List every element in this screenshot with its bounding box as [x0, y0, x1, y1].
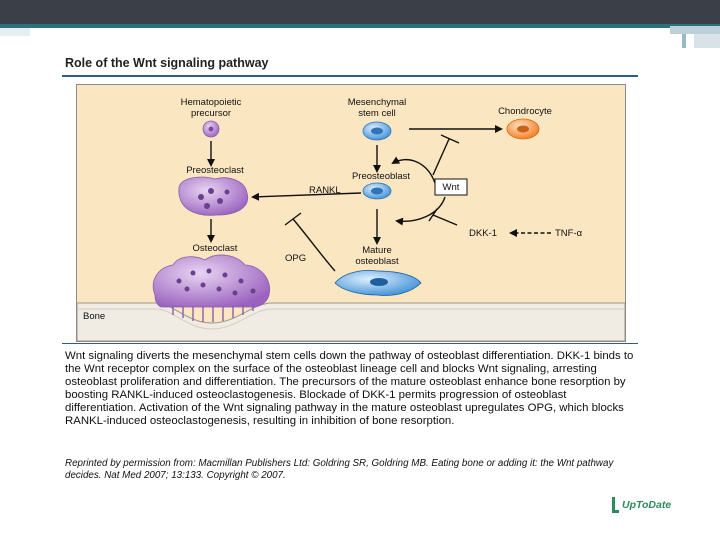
hematopoietic-precursor-nucleus [208, 126, 214, 132]
bone-surface-line [77, 308, 625, 330]
label-rankl: RANKL [309, 185, 341, 196]
header-left-decoration [0, 28, 30, 36]
uptodate-logo-mark [612, 497, 619, 513]
mesenchymal-stem-cell-nucleus [371, 127, 383, 135]
inhibit-wnt-stem-chondrocyte [432, 138, 450, 176]
inhibit-bar-opg [284, 212, 302, 226]
caption-rule [62, 343, 638, 344]
figure-caption: Wnt signaling diverts the mesenchymal st… [65, 350, 634, 427]
arrow-wnt-to-preosteoblast [391, 156, 436, 184]
inhibit-bar-chondrocyte [440, 134, 460, 144]
slide-header-bar [0, 0, 720, 24]
pathway-drawing [77, 118, 625, 341]
uptodate-logo: UpToDate [612, 497, 702, 517]
figure-title: Role of the Wnt signaling pathway [65, 56, 269, 70]
wnt-label-box [434, 178, 468, 196]
preosteoclast-cell [178, 176, 249, 216]
label-preosteoclast: Preosteoclast [186, 165, 244, 176]
arrow-wnt-to-mature [395, 196, 446, 226]
chondrocyte-nucleus [517, 125, 529, 133]
inhibit-opg-line [292, 218, 336, 272]
figure-credit: Reprinted by permission from: Macmillan … [65, 458, 614, 481]
uptodate-logo-text: UpToDate [622, 499, 672, 511]
label-preosteoblast: Preosteoblast [351, 171, 411, 182]
label-tnf-alpha: TNF-α [555, 228, 583, 239]
preosteoclast-nuclei [198, 188, 230, 209]
label-bone: Bone [83, 311, 106, 322]
label-dkk1: DKK-1 [469, 228, 497, 239]
mature-osteoblast-nucleus [370, 278, 388, 286]
title-rule [62, 75, 638, 77]
inhibit-bar-dkk1 [428, 208, 438, 222]
label-opg: OPG [285, 253, 307, 264]
header-corner-decoration [670, 26, 720, 48]
inhibit-dkk1-wnt [432, 214, 458, 226]
arrow-rankl-to-preosteoclast [251, 192, 362, 201]
osteoclast-ruffled-border [172, 304, 254, 322]
slide-header-accent [0, 24, 720, 28]
label-wnt: Wnt [442, 182, 460, 193]
label-chondrocyte: Chondrocyte [498, 106, 552, 117]
label-osteoclast: Osteoclast [192, 243, 238, 254]
preosteoblast-nucleus [371, 187, 383, 195]
osteoclast-cell [152, 254, 271, 308]
osteoclast-nuclei [176, 268, 256, 296]
